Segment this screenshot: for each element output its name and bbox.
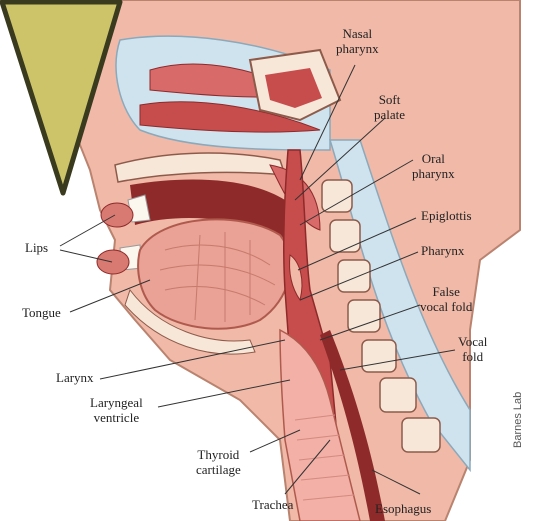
label-false-vocal-fold: False vocal fold (420, 284, 472, 314)
label-trachea: Trachea (252, 497, 293, 512)
label-vocal-fold: Vocal fold (458, 334, 487, 364)
label-esophagus: Esophagus (375, 501, 431, 516)
label-soft-palate: Soft palate (374, 92, 405, 122)
label-lips: Lips (25, 240, 48, 255)
upper-lip (101, 203, 133, 227)
label-larynx: Larynx (56, 370, 94, 385)
label-oral-pharynx: Oral pharynx (412, 151, 455, 181)
label-tongue: Tongue (22, 305, 61, 320)
lower-lip (97, 250, 129, 274)
tongue-body (138, 219, 290, 328)
artist-credit: Barnes Lab (512, 392, 524, 448)
label-epiglottis: Epiglottis (421, 208, 472, 223)
label-thyroid-cartilage: Thyroid cartilage (196, 447, 241, 477)
label-nasal-pharynx: Nasal pharynx (336, 26, 379, 56)
label-pharynx: Pharynx (421, 243, 464, 258)
label-laryngeal-ventricle: Laryngeal ventricle (90, 395, 143, 425)
